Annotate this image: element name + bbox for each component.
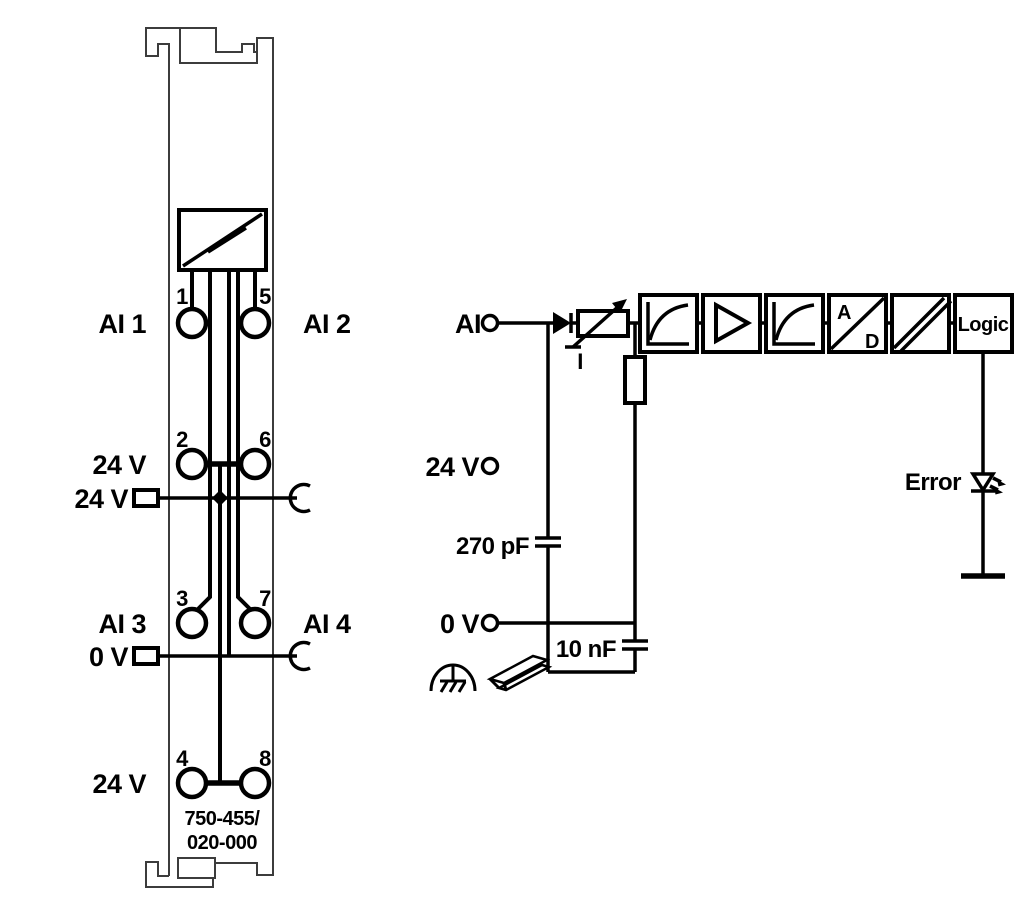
terminal-5-number: 5 (259, 284, 271, 309)
adc-d-label: D (865, 331, 879, 353)
part-number-line1: 750-455/ (185, 808, 261, 830)
label-24v-row4: 24 V (92, 769, 146, 799)
module-housing-top-recess (179, 28, 258, 64)
terminal-8-number: 8 (259, 746, 271, 771)
module-housing-outline (145, 27, 274, 876)
adjustable-resistor: I (565, 299, 640, 374)
resistor-body (576, 309, 630, 338)
cap-270pf-symbol (535, 536, 561, 548)
converter-diagonal-short (207, 226, 247, 254)
power-jumper-24v-blade (132, 488, 160, 508)
module-housing-bottom-latch (177, 857, 216, 879)
terminal-3-number: 3 (176, 586, 188, 611)
resistor-arrow-head (612, 299, 627, 313)
terminal-8-contact (238, 766, 272, 800)
cap-270pf-label: 270 pF (456, 533, 529, 560)
wire-terminal7 (236, 270, 253, 612)
din-rail-top-strip (486, 654, 551, 685)
part-number-line2: 020-000 (187, 832, 257, 854)
label-24v-row2: 24 V (92, 450, 146, 480)
module-labels: AI 1 AI 2 24 V 24 V AI 3 AI 4 0 V 24 V (74, 309, 351, 799)
adc-diagonal (829, 296, 886, 351)
adc-block: A D (827, 293, 888, 354)
adc-a-label: A (837, 302, 851, 324)
terminal-1-number: 1 (176, 284, 188, 309)
module-housing-bottom-left-foot (145, 861, 214, 888)
error-led-triangle (969, 472, 997, 494)
amplifier-triangle-icon (714, 301, 753, 345)
din-rail-bottom-strip (495, 663, 553, 692)
logic-label: Logic (958, 314, 1009, 336)
filter-branch-270pf: 270 pF (456, 323, 561, 672)
error-label: Error (905, 469, 961, 496)
io-module: 1 5 2 6 3 7 4 8 AI 1 AI 2 24 V 24 V AI 3… (74, 27, 352, 888)
terminal-4-number: 4 (176, 746, 189, 771)
led-ray-arrow-2 (994, 487, 1003, 495)
signal-chain: A D Logic (638, 293, 1014, 354)
power-jumper-24v-socket (288, 482, 311, 514)
logic-block: Logic (953, 293, 1014, 354)
label-24v-jumper: 24 V (74, 484, 128, 514)
terminal-6-number: 6 (259, 427, 271, 452)
isolation-diagonals (892, 296, 953, 353)
module-terminals (175, 306, 272, 800)
label-ai2: AI 2 (303, 309, 351, 339)
din-rail-edge (488, 677, 508, 691)
filter-block-1-axes (646, 302, 689, 346)
label-0v-jumper: 0 V (89, 642, 129, 672)
earth-arc (429, 663, 477, 692)
isolation-block (890, 293, 953, 354)
circuit-label-ai: AI (455, 309, 481, 339)
earth-ground-icon (439, 666, 467, 693)
shunt-resistor (623, 355, 647, 405)
terminal-5-contact (238, 306, 272, 340)
module-converter-box (177, 208, 268, 272)
filter-block-1 (638, 293, 699, 354)
error-led-branch: Error (905, 352, 1006, 579)
circuit-label-0v: 0 V (440, 609, 480, 639)
terminal-2-contact (175, 447, 209, 481)
shunt-branch-10nf: 10 nF (548, 323, 648, 674)
filter-block-2 (764, 293, 825, 354)
led-ray-arrow-1 (997, 479, 1006, 487)
part-number: 750-455/ 020-000 (185, 808, 261, 854)
power-jumper-0v (132, 640, 311, 672)
terminal-7-number: 7 (259, 586, 271, 611)
filter-block-1-curve (648, 303, 689, 341)
terminal-2-number: 2 (176, 427, 188, 452)
cap-10nf-symbol (622, 639, 648, 651)
power-jumper-0v-socket (288, 640, 311, 672)
din-rail-icon (486, 654, 553, 692)
circuit-ai-terminal (480, 313, 500, 333)
terminal-1-contact (175, 306, 209, 340)
label-ai3: AI 3 (98, 609, 146, 639)
current-label: I (577, 349, 583, 374)
power-jumper-0v-blade (132, 646, 160, 666)
circuit-label-24v: 24 V (425, 452, 479, 482)
label-ai4: AI 4 (303, 609, 351, 639)
block-circuit-diagram: AI 24 V 0 V 270 pF I (425, 293, 1014, 693)
input-diode (553, 312, 578, 334)
label-ai1: AI 1 (98, 309, 146, 339)
power-jumper-24v (132, 482, 311, 514)
circuit-24v-terminal (480, 456, 500, 476)
filter-block-2-axes (772, 302, 815, 346)
terminal-7-contact (238, 606, 272, 640)
terminal-3-contact (175, 606, 209, 640)
amplifier-block (701, 293, 762, 354)
resistor-arrow-shaft (571, 303, 622, 349)
cap-10nf-label: 10 nF (556, 636, 616, 663)
functional-earth-symbol (429, 663, 477, 693)
module-internal-wiring (190, 270, 257, 786)
circuit-0v-terminal (480, 613, 500, 633)
module-housing-bottom-right-foot (215, 862, 274, 876)
wire-terminal3 (195, 270, 212, 612)
terminal-6-contact (238, 447, 272, 481)
converter-diagonal (182, 212, 263, 268)
terminal-4-contact (175, 766, 209, 800)
filter-block-2-curve (774, 303, 815, 341)
terminal-numbers: 1 5 2 6 3 7 4 8 (176, 284, 272, 771)
diode-symbol (553, 312, 571, 334)
